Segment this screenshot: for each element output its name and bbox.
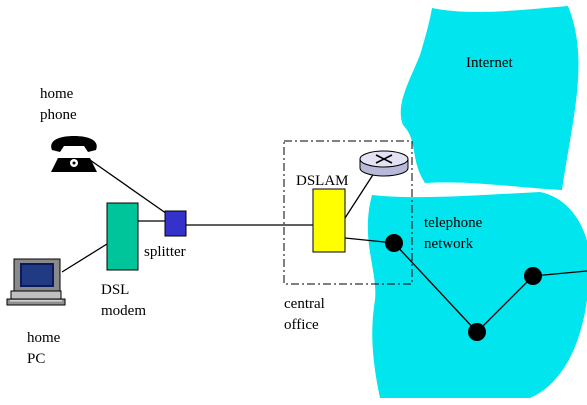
dsl-modem-label-line1: DSL [101,282,129,298]
home-phone-label-line1: home [40,86,74,102]
internet-cloud [400,6,579,190]
central-office-label-line2: office [284,317,319,333]
telephone-network-cloud [367,192,587,398]
telephone-network-label-line2: network [424,236,474,252]
network-node [524,267,542,285]
central-office-boundary [283,140,413,285]
home-phone-label-line2: phone [40,107,77,123]
network-link-a [393,242,478,333]
central-office-label-line1: central [284,296,325,312]
router-icon [359,150,409,177]
telephone-icon [51,136,97,172]
network-link-c [532,270,587,277]
splitter-box [164,210,187,237]
network-link-b [476,275,534,333]
dsl-modem-box [106,202,139,271]
home-pc-label-line1: home [27,330,61,346]
network-nodes [385,234,542,341]
home-pc-label-line2: PC [27,351,45,367]
splitter-label: splitter [144,244,186,260]
connection-lines [61,159,587,333]
telephone-network-label-line1: telephone [424,215,483,231]
desktop-computer-icon [6,258,66,306]
dslam-box [312,188,346,253]
network-node [468,323,486,341]
dslam-label: DSLAM [296,173,349,189]
internet-label: Internet [466,55,513,71]
pc-to-modem-line [61,243,108,273]
phone-to-splitter-line [89,159,171,217]
dsl-modem-label-line2: modem [101,303,146,319]
network-node [385,234,403,252]
